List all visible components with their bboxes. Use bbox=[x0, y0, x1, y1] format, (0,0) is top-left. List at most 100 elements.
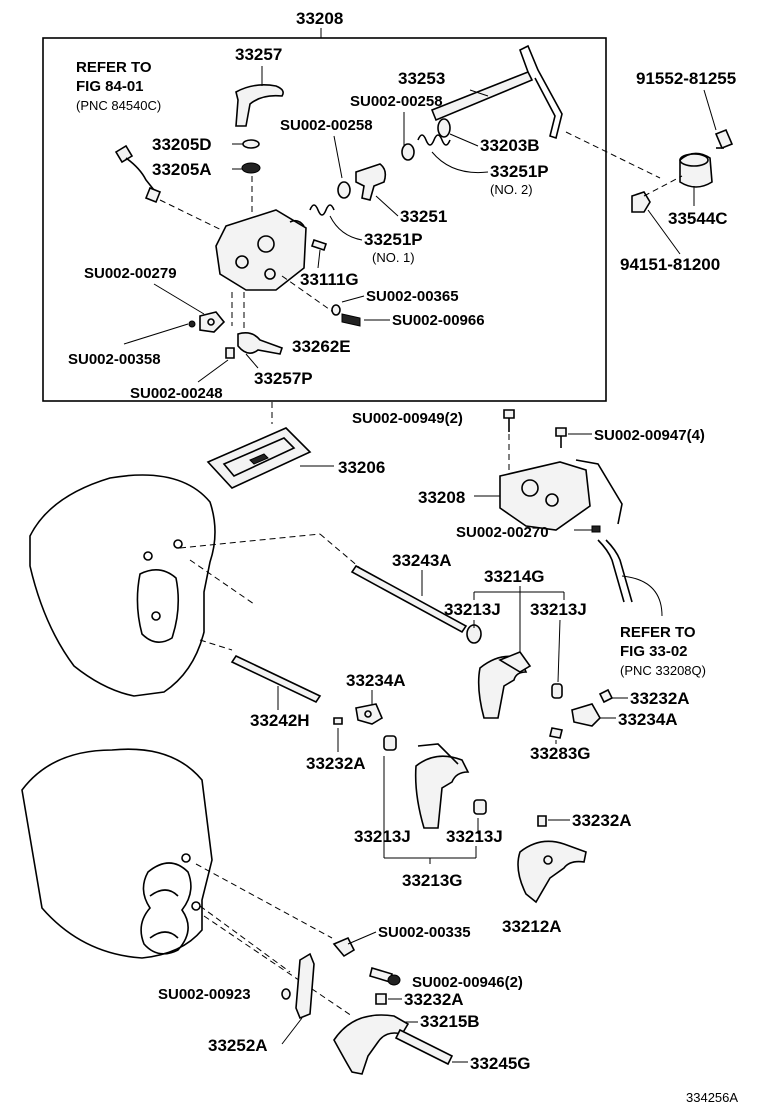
ring-00923-icon bbox=[281, 988, 291, 1000]
label-33213J-a: 33213J bbox=[444, 600, 501, 619]
label-33111G: 33111G bbox=[300, 270, 359, 289]
shift-assembly-33208-icon bbox=[499, 461, 591, 531]
label-33232A-c: 33232A bbox=[572, 811, 632, 830]
pin-00248-icon bbox=[225, 347, 235, 359]
refer-fig-33-line3: (PNC 33208Q) bbox=[620, 663, 706, 678]
label-33232A-d: 33232A bbox=[404, 990, 464, 1009]
label-33212A: 33212A bbox=[502, 917, 562, 936]
pin-33242H-icon bbox=[333, 717, 343, 725]
label-33232A-a: 33232A bbox=[630, 689, 690, 708]
label-94151-81200: 94151-81200 bbox=[620, 255, 720, 274]
label-su002-00258-a: SU002-00258 bbox=[350, 93, 443, 110]
spring-no2-icon bbox=[417, 134, 451, 146]
label-33253: 33253 bbox=[398, 69, 445, 88]
label-33251: 33251 bbox=[400, 207, 447, 226]
shaft-33245G-icon bbox=[394, 1028, 454, 1066]
clip-00279-icon bbox=[199, 311, 226, 333]
pin-33232A-a-icon bbox=[598, 688, 614, 704]
label-su002-00949: SU002-00949(2) bbox=[352, 410, 463, 427]
label-33215B: 33215B bbox=[420, 1012, 480, 1031]
cable-icon bbox=[597, 539, 625, 603]
pin-33232A-d-icon bbox=[375, 993, 387, 1005]
washer-00258-a-icon bbox=[401, 143, 415, 161]
label-su002-00923: SU002-00923 bbox=[158, 986, 251, 1003]
transmission-case-lower-icon bbox=[21, 748, 213, 959]
pad-33213J-b-icon bbox=[551, 683, 563, 699]
label-33262E: 33262E bbox=[292, 337, 351, 356]
label-33252A: 33252A bbox=[208, 1036, 268, 1055]
label-33234A-a: 33234A bbox=[346, 671, 406, 690]
fork-33213G-icon bbox=[414, 755, 470, 829]
label-91552-81255: 91552-81255 bbox=[636, 69, 736, 88]
pad-33213J-d-icon bbox=[473, 799, 487, 815]
pin-33283G-icon bbox=[549, 727, 563, 739]
label-33234A-b: 33234A bbox=[618, 710, 678, 729]
collar-33251-icon bbox=[355, 163, 387, 201]
pin-00270-icon bbox=[591, 525, 601, 533]
label-33251P-no1: 33251P bbox=[364, 230, 423, 249]
washer-00258-b-icon bbox=[337, 181, 351, 199]
shaft-33253-icon bbox=[430, 70, 534, 122]
spring-no1-icon bbox=[309, 204, 335, 216]
refer-fig-33-line1: REFER TO bbox=[620, 624, 696, 641]
label-33205D: 33205D bbox=[152, 135, 212, 154]
label-33213J-d: 33213J bbox=[446, 827, 503, 846]
washer-33205D-icon bbox=[242, 139, 260, 149]
pin-33232A-c-icon bbox=[537, 815, 547, 827]
shaft-33243A-icon bbox=[350, 564, 468, 634]
fork-33214G-icon bbox=[477, 655, 528, 719]
diagram-id: 334256A bbox=[686, 1090, 738, 1105]
cable-connector-icon bbox=[114, 144, 134, 164]
shift-head-33234A-b-icon bbox=[571, 703, 601, 727]
group-box-33208 bbox=[42, 37, 607, 402]
label-33206: 33206 bbox=[338, 458, 385, 477]
label-33213J-c: 33213J bbox=[354, 827, 411, 846]
label-33232A-b: 33232A bbox=[306, 754, 366, 773]
label-su002-00358: SU002-00358 bbox=[68, 351, 161, 368]
washer-33203B-icon bbox=[437, 118, 451, 138]
refer-fig-84-line1: REFER TO bbox=[76, 59, 152, 76]
label-33214G: 33214G bbox=[484, 567, 545, 586]
label-su002-00258-b: SU002-00258 bbox=[280, 117, 373, 134]
switch-00966-icon bbox=[341, 313, 361, 327]
label-su002-00365: SU002-00365 bbox=[366, 288, 459, 305]
clip-00335-icon bbox=[332, 936, 356, 958]
label-33208-b: 33208 bbox=[418, 488, 465, 507]
label-no2: (NO. 2) bbox=[490, 182, 533, 197]
label-33213G: 33213G bbox=[402, 871, 463, 890]
label-su002-00946: SU002-00946(2) bbox=[412, 974, 523, 991]
lever-33262E-icon bbox=[237, 332, 284, 355]
pad-33213J-c-icon bbox=[383, 735, 397, 751]
lever-33257-icon bbox=[235, 84, 284, 127]
label-33242H: 33242H bbox=[250, 711, 310, 730]
label-33257P: 33257P bbox=[254, 369, 313, 388]
shift-head-33234A-a-icon bbox=[355, 703, 384, 725]
label-su002-00270: SU002-00270 bbox=[456, 524, 549, 541]
label-su002-00966: SU002-00966 bbox=[392, 312, 485, 329]
label-33205A: 33205A bbox=[152, 160, 212, 179]
label-su002-00335: SU002-00335 bbox=[378, 924, 471, 941]
nut-33205A-icon bbox=[241, 162, 261, 174]
bolt-00949-icon bbox=[503, 409, 515, 419]
label-33243A: 33243A bbox=[392, 551, 452, 570]
lever-33252A-icon bbox=[295, 952, 315, 1020]
refer-fig-33-line2: FIG 33-02 bbox=[620, 643, 688, 660]
label-33245G: 33245G bbox=[470, 1054, 531, 1073]
label-su002-00248: SU002-00248 bbox=[130, 385, 223, 402]
label-su002-00279: SU002-00279 bbox=[84, 265, 177, 282]
label-33213J-b: 33213J bbox=[530, 600, 587, 619]
transmission-case-upper-icon bbox=[29, 474, 216, 697]
ring-00365-icon bbox=[331, 304, 341, 316]
label-33257: 33257 bbox=[235, 45, 282, 64]
label-33251P-no2: 33251P bbox=[490, 162, 549, 181]
bolt-00947-icon bbox=[555, 427, 567, 437]
label-33208-group: 33208 bbox=[296, 9, 343, 28]
fork-33215B-icon bbox=[333, 1014, 410, 1075]
label-no1: (NO. 1) bbox=[372, 250, 415, 265]
bolt-91552-icon bbox=[714, 128, 734, 150]
label-33544C: 33544C bbox=[668, 209, 728, 228]
pin-33111G-icon bbox=[310, 238, 328, 252]
fork-33212A-icon bbox=[517, 840, 587, 904]
label-33283G: 33283G bbox=[530, 744, 591, 763]
